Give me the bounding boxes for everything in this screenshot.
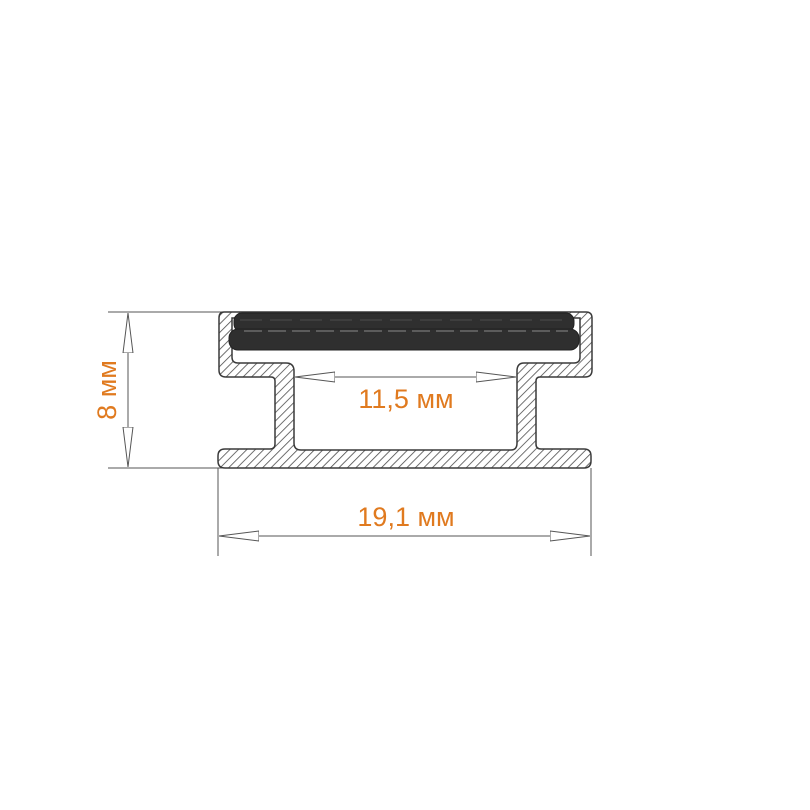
extension-lines [108,311,592,556]
height-dimension-label: 8 мм [92,360,122,420]
diffuser-strip [228,312,580,351]
diffuser-bottom-layer [228,328,580,351]
inner-width-dimension-label: 11,5 мм [358,384,453,414]
total-width-dimension-label: 19,1 мм [357,502,454,532]
